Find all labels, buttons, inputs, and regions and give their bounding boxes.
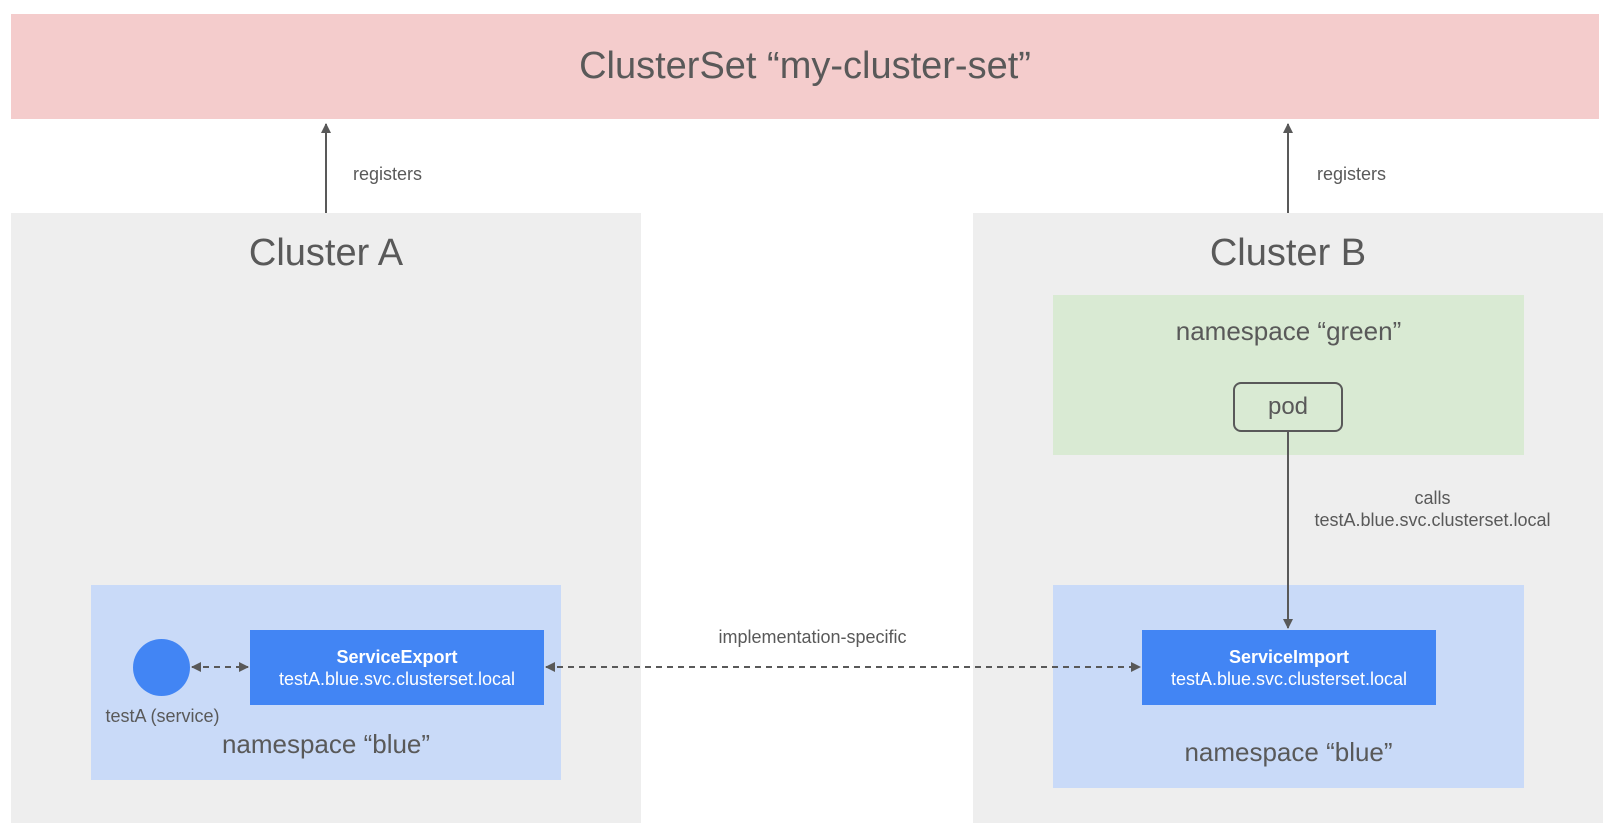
- service-export-box: ServiceExport testA.blue.svc.clusterset.…: [250, 630, 544, 705]
- service-import-name: testA.blue.svc.clusterset.local: [1170, 668, 1408, 689]
- cluster-a-title: Cluster A: [248, 232, 404, 274]
- service-circle-icon: [133, 639, 190, 696]
- service-export-kind: ServiceExport: [336, 646, 458, 667]
- cluster-b-namespace-blue-label: namespace “blue”: [1184, 737, 1393, 767]
- calls-label: calls testA.blue.svc.clusterset.local: [1290, 487, 1575, 531]
- calls-label-line2: testA.blue.svc.clusterset.local: [1314, 510, 1551, 530]
- implementation-specific-label: implementation-specific: [718, 627, 907, 647]
- service-export-name: testA.blue.svc.clusterset.local: [278, 668, 516, 689]
- cluster-a-namespace-blue-label: namespace “blue”: [221, 729, 431, 759]
- cluster-b-registers-label: registers: [1317, 164, 1387, 184]
- cluster-b-namespace-green-label: namespace “green”: [1175, 316, 1402, 346]
- clusterset-title: ClusterSet “my-cluster-set”: [579, 45, 1031, 87]
- cluster-a-registers-label: registers: [353, 164, 423, 184]
- pod-box: pod: [1233, 382, 1343, 432]
- service-caption: testA (service): [105, 706, 220, 726]
- clusterset-box: [11, 14, 1599, 119]
- service-import-box: ServiceImport testA.blue.svc.clusterset.…: [1142, 630, 1436, 705]
- calls-label-line1: calls: [1414, 488, 1451, 508]
- service-import-kind: ServiceImport: [1228, 646, 1350, 667]
- cluster-b-title: Cluster B: [1209, 232, 1367, 274]
